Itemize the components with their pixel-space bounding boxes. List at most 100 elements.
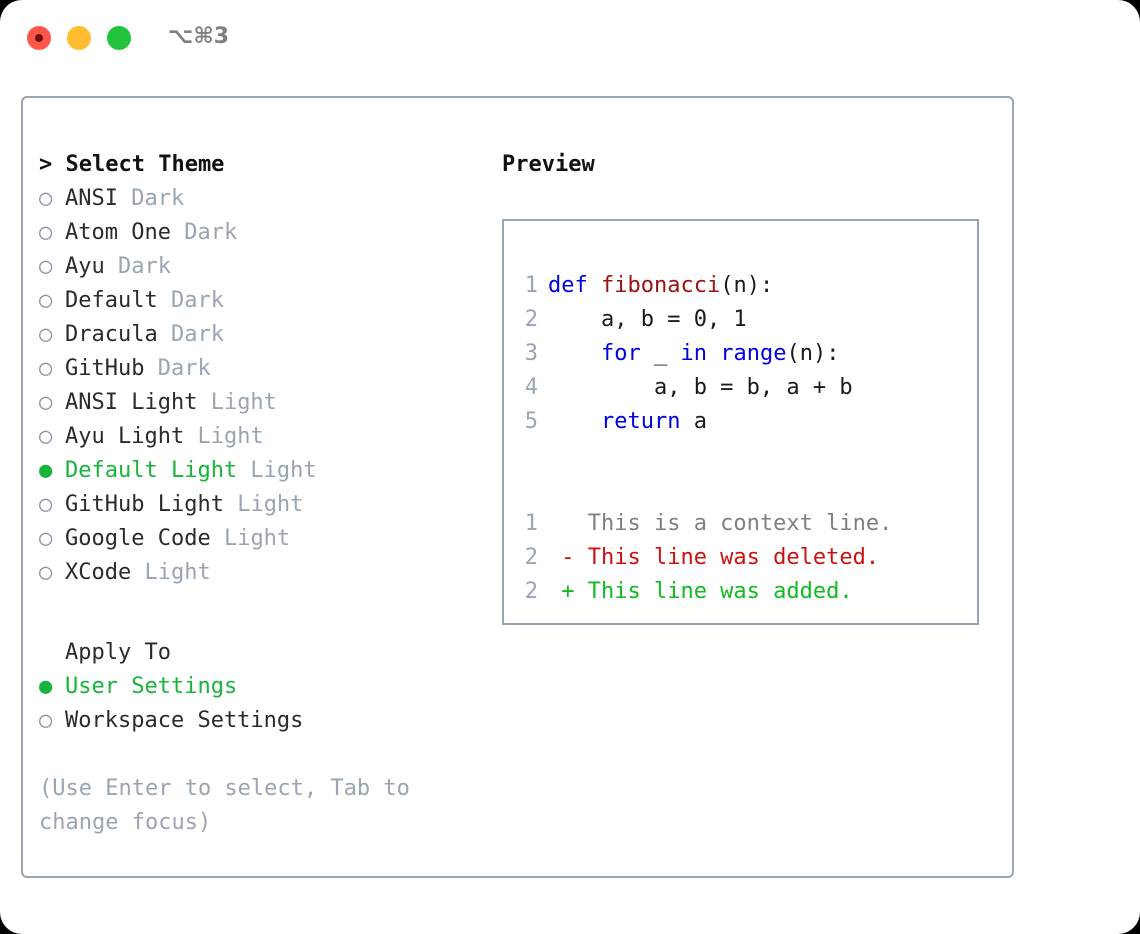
diff-sample: 1 This is a context line.2 - This line w… [514, 507, 977, 609]
theme-variant-badge: Light [210, 526, 291, 551]
line-content: def fibonacci(n): [548, 269, 773, 303]
theme-option-7[interactable]: ○Ayu Light Light [39, 420, 499, 454]
maximize-button[interactable] [107, 26, 131, 50]
token-ctx: This is a context line. [548, 511, 893, 536]
code-line-1: 2 a, b = 0, 1 [514, 303, 977, 337]
code-line-3: 4 a, b = b, a + b [514, 371, 977, 405]
theme-option-5[interactable]: ○ GitHub Dark [39, 352, 499, 386]
keyboard-shortcut-label: ⌥⌘3 [168, 24, 230, 49]
line-number: 1 [524, 511, 538, 536]
theme-option-9[interactable]: ○GitHub Light Light [39, 488, 499, 522]
line-number: 2 [524, 579, 538, 604]
theme-picker-column: > Select Theme ○ANSI Dark○Atom One Dark○… [39, 148, 499, 840]
token-kw: range [720, 341, 787, 366]
radio-unselected-icon[interactable]: ○ [39, 492, 53, 517]
theme-option-label: Google Code [65, 526, 211, 551]
minimize-button[interactable] [67, 26, 91, 50]
line-content: return a [548, 405, 707, 439]
radio-unselected-icon[interactable]: ○ [39, 390, 53, 415]
radio-selected-icon[interactable]: ● [39, 674, 53, 699]
token-pl: a, b = b, a + b [548, 375, 853, 400]
preview-title: Preview [502, 152, 595, 177]
token-pl: (n): [786, 341, 840, 366]
theme-variant-badge: Dark [117, 186, 185, 211]
radio-unselected-icon[interactable]: ○ [39, 708, 53, 733]
theme-option-8[interactable]: ●Default Light Light [39, 454, 499, 488]
theme-variant-badge: Dark [157, 288, 224, 313]
radio-unselected-icon[interactable]: ○ [39, 220, 53, 245]
theme-option-6[interactable]: ○ANSI Light Light [39, 386, 499, 420]
line-number: 2 [524, 545, 538, 570]
apply-to-option-label: User Settings [65, 674, 238, 699]
theme-option-0[interactable]: ○ ANSI Dark [39, 182, 499, 216]
radio-unselected-icon[interactable]: ○ [39, 186, 53, 211]
token-fn: fibonacci [600, 273, 721, 298]
theme-option-label: Default [65, 288, 158, 313]
theme-option-1[interactable]: ○Atom One Dark [39, 216, 499, 250]
radio-unselected-icon[interactable]: ○ [39, 288, 53, 313]
token-kw: return [600, 409, 681, 434]
theme-option-10[interactable]: ○ Google Code Light [39, 522, 499, 556]
line-number: 1 [524, 273, 538, 298]
section-spacer [39, 590, 499, 636]
radio-selected-icon[interactable]: ● [39, 458, 53, 483]
theme-option-2[interactable]: ○Ayu Dark [39, 250, 499, 284]
theme-option-11[interactable]: ○ XCode Light [39, 556, 499, 590]
theme-option-label: ANSI [65, 186, 118, 211]
line-content: + This line was added. [548, 575, 853, 609]
theme-option-label: Ayu [65, 254, 105, 279]
apply-to-option-0[interactable]: ● User Settings [39, 670, 499, 704]
apply-to-option-1[interactable]: ○ Workspace Settings [39, 704, 499, 738]
token-pl [707, 341, 720, 366]
radio-unselected-icon[interactable]: ○ [39, 560, 53, 585]
close-icon [35, 34, 43, 42]
line-number: 2 [524, 307, 538, 332]
theme-option-label: Dracula [65, 322, 158, 347]
theme-option-label: GitHub Light [65, 492, 224, 517]
line-number: 5 [524, 409, 538, 434]
diff-line-1: 2 - This line was deleted. [514, 541, 977, 575]
token-pl [548, 341, 601, 366]
theme-option-label: Default Light [65, 458, 238, 483]
theme-option-label: GitHub [65, 356, 145, 381]
theme-variant-badge: Dark [157, 322, 224, 347]
apply-to-list[interactable]: ● User Settings ○ Workspace Settings [39, 670, 499, 738]
code-diff-spacer-2 [514, 473, 977, 507]
line-content: a, b = 0, 1 [548, 303, 747, 337]
radio-unselected-icon[interactable]: ○ [39, 424, 53, 449]
token-kw: in [680, 341, 707, 366]
theme-picker-header: > Select Theme [39, 152, 225, 177]
line-content: a, b = b, a + b [548, 371, 853, 405]
radio-unselected-icon[interactable]: ○ [39, 526, 53, 551]
token-add: + This line was added. [548, 579, 853, 604]
radio-unselected-icon[interactable]: ○ [39, 254, 53, 279]
code-line-2: 3 for _ in range(n): [514, 337, 977, 371]
token-pl [548, 409, 601, 434]
theme-variant-badge: Light [131, 560, 211, 585]
hint-spacer [39, 738, 499, 772]
diff-line-0: 1 This is a context line. [514, 507, 977, 541]
theme-option-4[interactable]: ○ Dracula Dark [39, 318, 499, 352]
radio-unselected-icon[interactable]: ○ [39, 356, 53, 381]
token-pl: a, b = 0, 1 [548, 307, 747, 332]
content-panel: > Select Theme ○ANSI Dark○Atom One Dark○… [21, 96, 1014, 878]
theme-option-label: XCode [65, 560, 132, 585]
code-line-4: 5 return a [514, 405, 977, 439]
theme-variant-badge: Dark [144, 356, 211, 381]
theme-option-3[interactable]: ○ Default Dark [39, 284, 499, 318]
theme-variant-badge: Light [197, 390, 277, 415]
code-diff-spacer [514, 439, 977, 473]
token-kw: def [548, 273, 601, 298]
line-number: 3 [524, 341, 538, 366]
line-number: 4 [524, 375, 538, 400]
token-pl: (n): [720, 273, 774, 298]
theme-list[interactable]: ○ANSI Dark○Atom One Dark○Ayu Dark○Defaul… [39, 182, 499, 590]
token-pl: _ [640, 341, 681, 366]
apply-to-option-label: Workspace Settings [65, 708, 304, 733]
token-pl: a [680, 409, 707, 434]
radio-unselected-icon[interactable]: ○ [39, 322, 53, 347]
title-bar: ⌥⌘3 [0, 0, 1140, 78]
